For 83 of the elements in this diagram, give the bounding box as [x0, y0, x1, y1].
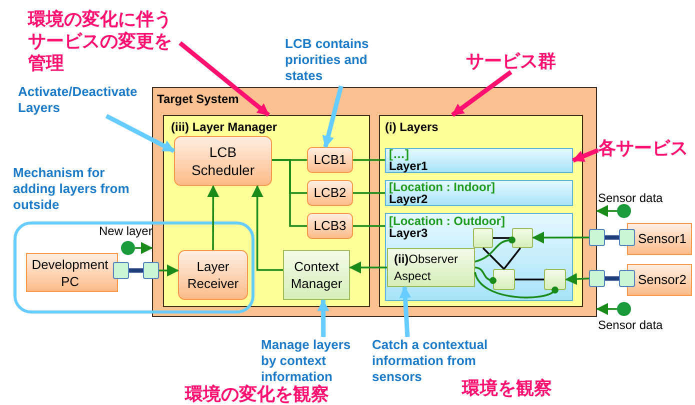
component-square	[512, 228, 533, 248]
arrow	[251, 185, 283, 271]
process-box	[307, 213, 353, 239]
dot-ended-line	[474, 236, 516, 262]
process-box	[307, 180, 353, 206]
system-panel	[152, 87, 597, 317]
callout-text: LCB contains priorities and states	[285, 36, 387, 86]
process-box	[26, 253, 118, 292]
layer-label: [Location : Indoor]	[389, 181, 496, 193]
panel-title: (i) Layers	[385, 119, 440, 136]
connector-line	[129, 268, 143, 273]
layer-manager-panel	[163, 115, 370, 307]
port-square	[589, 270, 605, 287]
box-label: LCB2	[314, 184, 346, 202]
layer-label: [Location : Outdoor]	[389, 215, 506, 227]
connector-line	[482, 247, 505, 270]
edge-label: Sensor data	[598, 318, 664, 332]
sensor-box	[627, 264, 692, 296]
layers-panel	[379, 115, 583, 307]
dot-ended-line	[474, 272, 558, 298]
connector-line	[605, 235, 619, 240]
arrow	[349, 262, 387, 274]
connector-line	[605, 276, 619, 281]
process-box	[387, 248, 475, 287]
layer-box	[385, 180, 573, 206]
arrow	[596, 204, 617, 217]
arrow	[317, 299, 330, 338]
component-square	[473, 228, 493, 248]
box-label: (ii)Observer Aspect	[394, 250, 460, 284]
caption-text: 環境の変化を観察	[185, 383, 330, 405]
callout-text: 環境の変化に伴うサービスの変更を管理	[28, 8, 180, 78]
layer-box	[385, 148, 573, 173]
arrow	[451, 70, 512, 117]
box-label: Sensor1	[638, 230, 686, 248]
connector-line	[515, 278, 544, 280]
layer-label: Layer3	[389, 227, 428, 239]
process-box	[307, 147, 353, 173]
connector-line	[493, 237, 512, 239]
panel-title: (iii) Layer Manager	[171, 119, 278, 136]
box-label: LCB1	[314, 151, 346, 170]
port-square	[113, 262, 129, 279]
layer-label: Layer2	[389, 193, 428, 205]
arrow	[159, 264, 179, 276]
box-label: LCB3	[314, 217, 346, 236]
box-label: Sensor2	[638, 271, 686, 290]
component-square	[493, 269, 515, 290]
arrow	[565, 273, 590, 286]
panel-title: Target System	[157, 91, 240, 108]
box-label: Layer Receiver	[186, 258, 240, 292]
note-text: Mechanism for adding layers from outside	[13, 165, 130, 213]
box-label: LCB Scheduler	[190, 143, 256, 179]
layer-label: […]	[389, 149, 410, 160]
process-box	[178, 250, 248, 300]
port-square	[143, 262, 159, 279]
callout-text: 各サービス	[598, 137, 695, 159]
component-square	[544, 269, 566, 290]
layer-box	[385, 213, 573, 301]
sensor-box	[627, 223, 692, 255]
arrow	[105, 114, 176, 153]
port-square	[589, 229, 605, 246]
arrow	[399, 286, 412, 338]
callout-text: サービス群	[466, 50, 566, 72]
caption-text: 環境を観察	[462, 377, 553, 399]
callout-text: Activate/Deactivate Layers	[18, 84, 154, 116]
process-box	[283, 250, 350, 300]
box-label: Context Manager	[290, 258, 344, 292]
dot-ended-line	[474, 266, 496, 284]
port-square	[619, 270, 635, 287]
process-box	[174, 136, 272, 186]
connector-line	[353, 225, 385, 227]
connector-line	[353, 192, 385, 194]
box-label: Development PC	[30, 256, 110, 290]
port-square	[619, 229, 635, 246]
arrow	[207, 185, 220, 250]
arrow	[596, 302, 617, 315]
edge-label: Sensor data	[598, 191, 664, 205]
layer-label: Layer1	[389, 160, 429, 172]
connector-line	[503, 247, 522, 270]
arrow	[135, 242, 153, 254]
connector-line	[353, 159, 385, 161]
connector-line	[272, 159, 307, 227]
arrow	[532, 232, 589, 244]
arrow	[178, 41, 270, 117]
